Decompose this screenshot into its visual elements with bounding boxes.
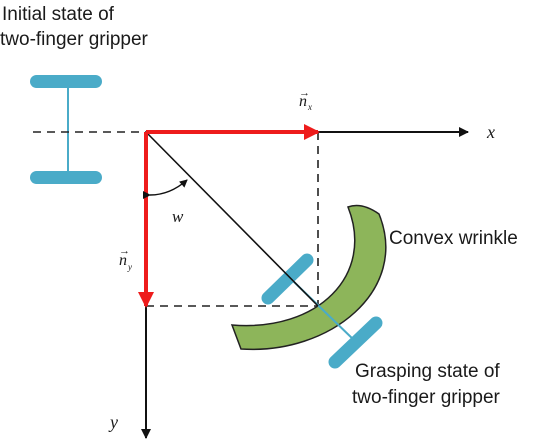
diagonal-direction-line [145, 131, 319, 307]
angle-arc [142, 179, 188, 200]
x-axis-label: x [486, 122, 495, 142]
grasping-gripper-finger-lower [328, 316, 383, 369]
ny-base: n [119, 252, 127, 269]
convex-wrinkle-shape [230, 204, 387, 351]
angle-label: w [172, 207, 184, 226]
ny-subscript: y [127, 262, 132, 272]
initial-gripper [30, 75, 102, 184]
dashed-guides [33, 131, 319, 307]
convex-wrinkle-label: Convex wrinkle [389, 228, 518, 249]
nx-subscript: x [307, 102, 312, 112]
y-axis-label: y [108, 412, 118, 432]
initial-state-label-line1: Initial state of [2, 4, 115, 25]
grasping-state-label-line2: two-finger gripper [352, 387, 501, 408]
initial-state-label-line2: two-finger gripper [0, 29, 149, 50]
nx-label: → n x [299, 87, 312, 112]
initial-gripper-finger-top [30, 75, 102, 88]
grasping-gripper-finger-upper [261, 253, 314, 305]
ny-label: → n y [119, 245, 132, 272]
nx-arrow: → [299, 87, 310, 99]
ny-arrow: → [119, 245, 130, 257]
grasping-state-label-line1: Grasping state of [355, 361, 500, 382]
initial-gripper-finger-bottom [30, 171, 102, 184]
nx-base: n [299, 93, 307, 110]
